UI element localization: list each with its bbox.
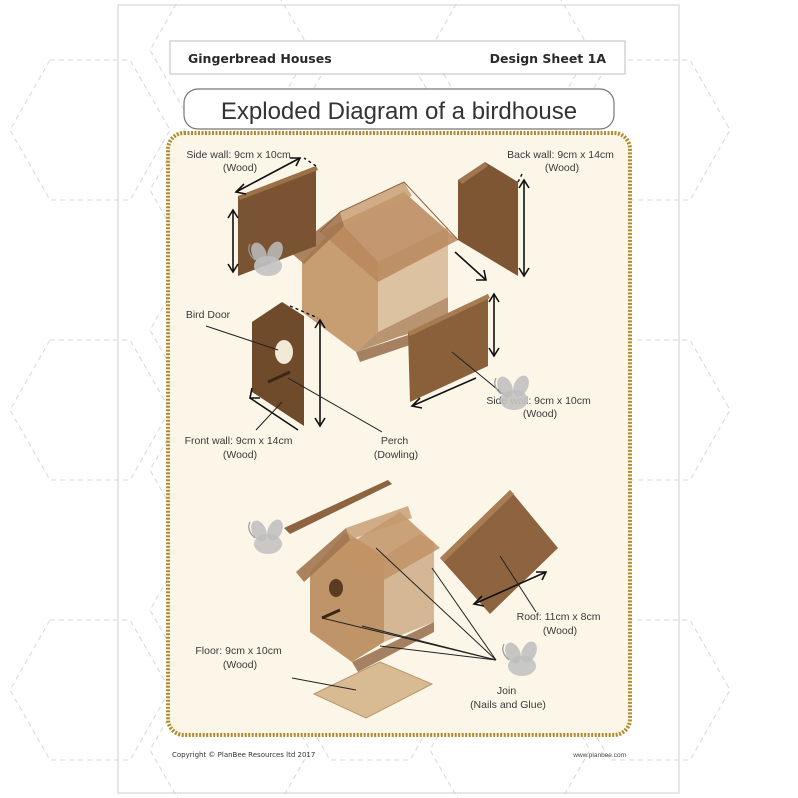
front-wall-panel: [252, 302, 304, 426]
floor-panel: [312, 661, 434, 719]
assembled-dimension-arrows: [472, 571, 548, 607]
leader-lines: [205, 325, 509, 433]
dimension-arrows: [227, 157, 530, 431]
label-perch: Perch (Dowling): [374, 435, 418, 461]
header-right: Design Sheet 1A: [490, 51, 607, 66]
assembled-leader-lines: [291, 547, 537, 691]
title-box: [183, 88, 615, 130]
label-roof: Roof: 11cm x 8cm (Wood): [517, 611, 604, 637]
label-side-wall: Side wall: 9cm x 10cm (Wood): [186, 149, 293, 174]
label-floor: Floor: 9cm x 10cm (Wood): [195, 645, 284, 671]
bird-door-hole: [275, 340, 293, 364]
side-wall-panel-2: [408, 294, 488, 402]
roof-panel-right: [440, 490, 558, 614]
house-body: [290, 181, 459, 362]
assembled-view: Roof: 11cm x 8cm (Wood) Floor: 9cm x 10c…: [195, 480, 604, 719]
back-wall-panel: [458, 162, 518, 276]
perch-dowel: [267, 370, 291, 384]
label-back-wall: Back wall: 9cm x 14cm (Wood): [507, 149, 617, 174]
exploded-view: Side wall: 9cm x 10cm (Wood) Back wall: …: [185, 149, 617, 461]
footer-copyright: Copyright © PlanBee Resources ltd 2017: [172, 751, 315, 759]
footer-website: www.planbee.com: [572, 752, 626, 759]
header-left: Gingerbread Houses: [188, 51, 332, 66]
label-join: Join (Nails and Glue): [470, 685, 546, 711]
label-bird-door: Bird Door: [186, 309, 231, 321]
assembled-house: [296, 506, 440, 672]
header-bar: [169, 40, 626, 75]
roof-panel-left: [284, 480, 392, 534]
page-title: Exploded Diagram of a birdhouse: [221, 98, 577, 125]
label-front-wall: Front wall: 9cm x 14cm (Wood): [185, 435, 296, 461]
